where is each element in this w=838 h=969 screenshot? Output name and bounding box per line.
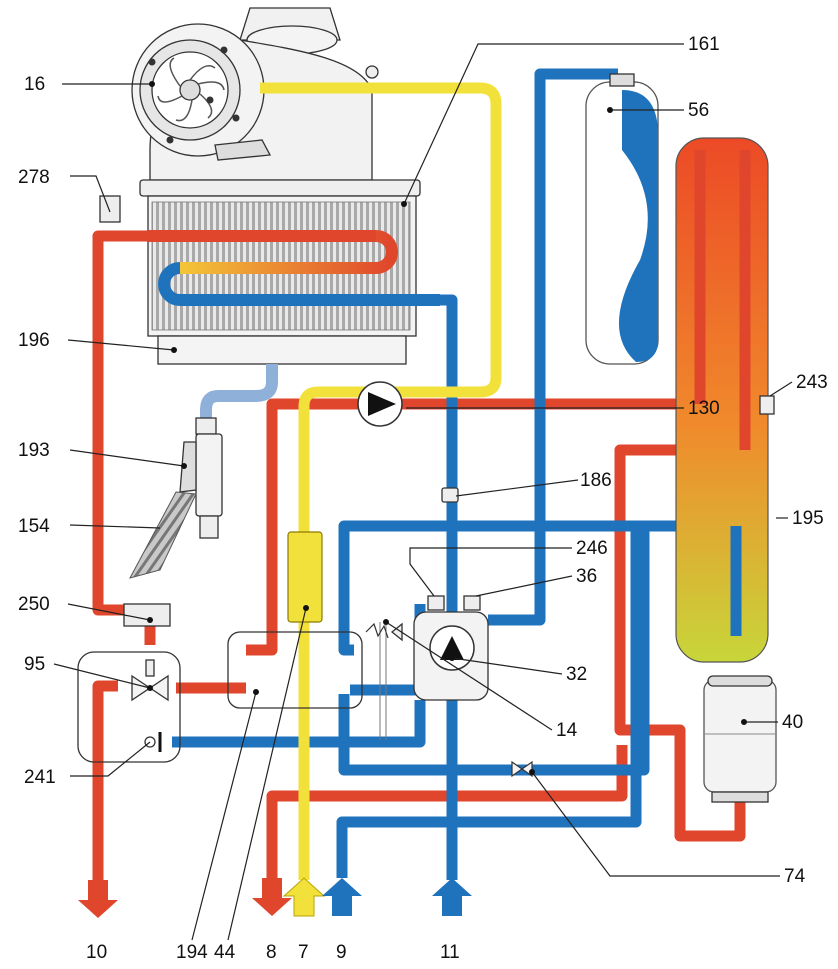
condensate-siphon [129, 364, 278, 579]
label-250: 250 [18, 594, 50, 615]
leader-lines [53, 43, 793, 941]
label-36: 36 [576, 566, 597, 587]
label-74: 74 [784, 866, 806, 887]
label-7: 7 [298, 942, 309, 963]
label-154: 154 [18, 516, 50, 537]
label-186: 186 [580, 470, 612, 491]
label-9: 9 [336, 942, 347, 963]
label-56: 56 [688, 100, 709, 121]
label-40: 40 [782, 712, 803, 733]
gas-pipe [260, 82, 502, 880]
label-196: 196 [18, 330, 50, 351]
hot-water-tank [675, 137, 775, 663]
label-10: 10 [86, 942, 107, 963]
label-32: 32 [566, 664, 587, 685]
label-11: 11 [440, 942, 460, 963]
label-246: 246 [576, 538, 608, 559]
label-16: 16 [24, 74, 45, 95]
label-130: 130 [688, 398, 720, 419]
gas-valve [287, 531, 323, 623]
label-194: 194 [176, 942, 208, 963]
label-44: 44 [214, 942, 236, 963]
pump-130 [357, 381, 403, 427]
label-95: 95 [24, 654, 45, 675]
heat-exchanger [139, 179, 440, 365]
label-241: 241 [24, 767, 56, 788]
label-195: 195 [792, 508, 824, 529]
label-278: 278 [18, 167, 50, 188]
fan-assembly [131, 7, 379, 181]
expansion-vessel-56 [585, 73, 659, 365]
pump-32 [429, 625, 475, 671]
label-8: 8 [266, 942, 277, 963]
label-193: 193 [18, 440, 50, 461]
connection-arrows [78, 877, 472, 918]
label-161: 161 [688, 34, 720, 55]
label-14: 14 [556, 720, 578, 741]
expansion-vessel-40 [703, 675, 777, 803]
label-243: 243 [796, 372, 828, 393]
labels: 16 278 196 193 154 250 95 241 161 56 130… [18, 34, 828, 963]
